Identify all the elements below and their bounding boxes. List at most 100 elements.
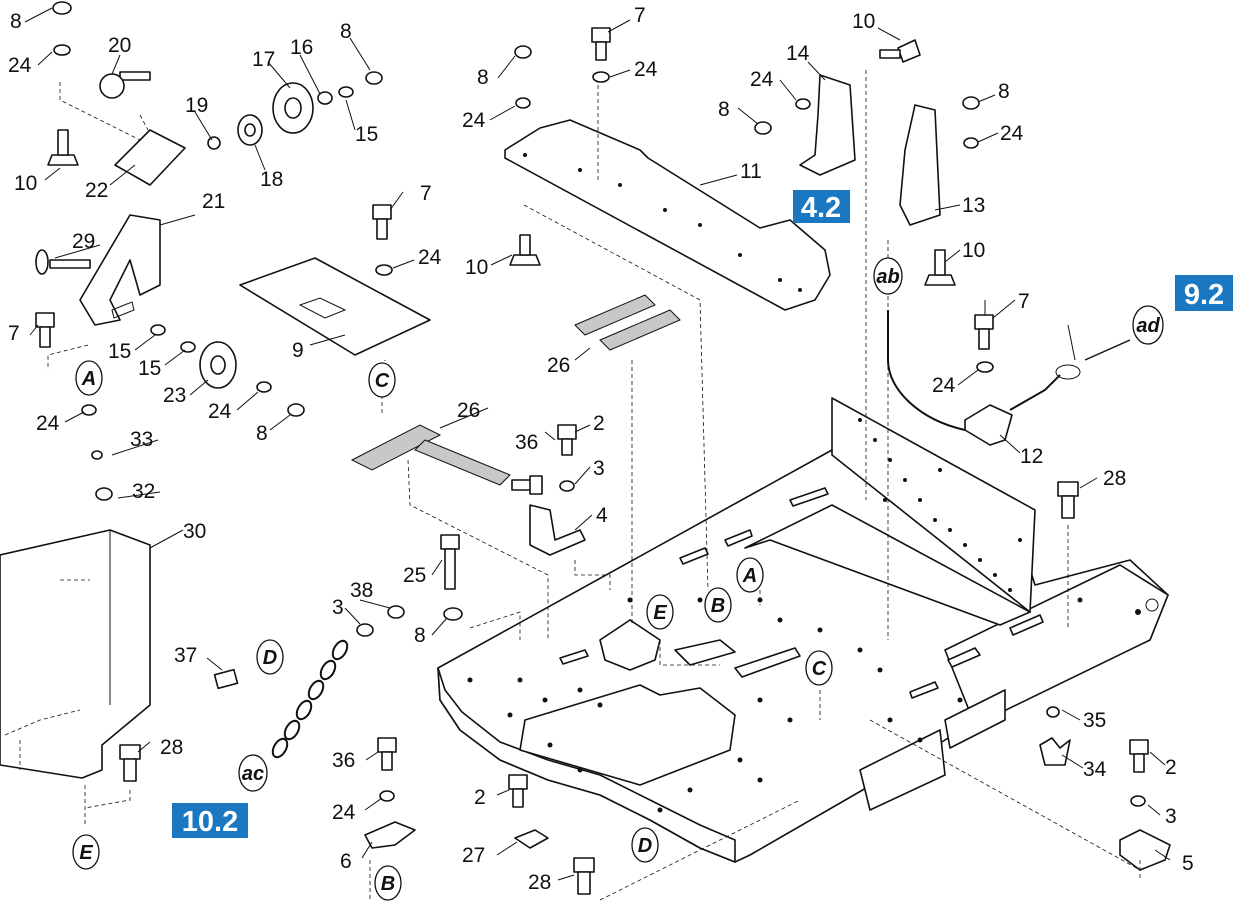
part-6-bracket	[364, 821, 416, 849]
label-5: 5	[1182, 852, 1194, 875]
svg-text:ac: ac	[242, 763, 264, 785]
label-9: 9	[292, 339, 304, 362]
label-28: 28	[160, 736, 183, 759]
label-38: 38	[350, 579, 373, 602]
part-4-bracket	[529, 504, 586, 556]
leader-lines	[24, 7, 1171, 881]
part-22-bracket	[114, 129, 186, 186]
label-26: 26	[547, 354, 570, 377]
connector-E-cover: E	[72, 834, 100, 870]
part-11-plate	[504, 119, 831, 311]
label-4: 4	[596, 504, 608, 527]
ref-box-4-2: 4.2	[793, 190, 850, 224]
part-26-strip-lower-b	[414, 439, 511, 486]
label-37: 37	[174, 644, 197, 667]
connector-D-chain: D	[256, 639, 284, 675]
label-2: 2	[474, 786, 486, 809]
label-15: 15	[138, 357, 161, 380]
svg-text:9.2: 9.2	[1184, 279, 1224, 311]
label-8: 8	[718, 98, 730, 121]
label-8: 8	[10, 10, 22, 33]
svg-text:10.2: 10.2	[182, 806, 238, 838]
svg-text:4.2: 4.2	[801, 192, 841, 224]
part-34-clip	[1039, 737, 1071, 766]
label-7: 7	[420, 182, 432, 205]
label-25: 25	[403, 564, 426, 587]
svg-text:ab: ab	[876, 266, 899, 288]
connector-A-frame: A	[736, 557, 764, 593]
label-17: 17	[252, 48, 275, 71]
label-8: 8	[998, 80, 1010, 103]
label-29: 29	[72, 230, 95, 253]
label-24: 24	[332, 801, 356, 824]
label-13: 13	[962, 194, 985, 217]
ref-box-10-2: 10.2	[172, 803, 248, 838]
part-30-cover	[0, 529, 151, 779]
part-26-strip-upper-a	[574, 294, 656, 336]
part-number-labels: 8 24 20 17 16 8 15 19 18 10 22 21 29 7 1…	[8, 4, 1194, 894]
label-26: 26	[457, 399, 480, 422]
part-5-bracket	[1119, 829, 1171, 871]
label-10: 10	[962, 239, 985, 262]
label-27: 27	[462, 844, 485, 867]
label-3: 3	[1165, 805, 1177, 828]
label-22: 22	[85, 179, 108, 202]
label-24: 24	[8, 54, 32, 77]
label-10: 10	[465, 256, 488, 279]
label-18: 18	[260, 168, 283, 191]
connector-D-frame: D	[631, 827, 659, 863]
label-28: 28	[528, 871, 551, 894]
label-16: 16	[290, 36, 313, 59]
label-8: 8	[256, 422, 268, 445]
label-36: 36	[332, 749, 355, 772]
label-15: 15	[108, 340, 131, 363]
label-11: 11	[740, 160, 762, 183]
label-8: 8	[477, 66, 489, 89]
label-20: 20	[108, 34, 131, 57]
connector-C-plate: C	[368, 362, 396, 398]
label-10: 10	[14, 172, 37, 195]
label-3: 3	[593, 457, 605, 480]
label-24: 24	[208, 400, 232, 423]
label-3: 3	[332, 596, 344, 619]
svg-text:B: B	[711, 595, 725, 617]
label-24: 24	[1000, 122, 1024, 145]
label-21: 21	[202, 190, 225, 213]
svg-text:D: D	[263, 647, 277, 669]
label-35: 35	[1083, 709, 1106, 732]
svg-text:C: C	[812, 658, 827, 680]
ref-box-9-2: 9.2	[1175, 275, 1233, 311]
connector-ab: ab	[873, 257, 903, 295]
label-14: 14	[786, 42, 810, 65]
label-24: 24	[36, 412, 60, 435]
label-24: 24	[932, 374, 956, 397]
label-30: 30	[183, 520, 206, 543]
part-26-strip-lower-a	[350, 424, 442, 471]
part-26-strip-upper-b	[599, 309, 681, 351]
svg-text:E: E	[653, 602, 667, 624]
label-6: 6	[340, 850, 352, 873]
svg-text:A: A	[742, 565, 757, 587]
part-21-bracket	[79, 214, 161, 326]
connector-A-left: A	[75, 360, 103, 396]
label-32: 32	[132, 480, 155, 503]
connector-B-bottom: B	[374, 865, 402, 901]
label-8: 8	[340, 20, 352, 43]
label-28: 28	[1103, 467, 1126, 490]
label-7: 7	[8, 322, 20, 345]
label-36: 36	[515, 431, 538, 454]
assembly-lines	[47, 70, 1141, 901]
svg-text:E: E	[79, 842, 93, 864]
svg-text:A: A	[81, 368, 96, 390]
connector-ad: ad	[1132, 305, 1164, 345]
label-24: 24	[634, 58, 658, 81]
chain	[271, 639, 349, 759]
part-9-plate	[239, 257, 431, 356]
label-24: 24	[418, 246, 442, 269]
svg-text:ad: ad	[1136, 315, 1160, 337]
label-10: 10	[852, 10, 875, 33]
svg-text:C: C	[375, 370, 390, 392]
label-8: 8	[414, 624, 426, 647]
label-23: 23	[163, 384, 186, 407]
part-13-bracket	[899, 104, 941, 226]
